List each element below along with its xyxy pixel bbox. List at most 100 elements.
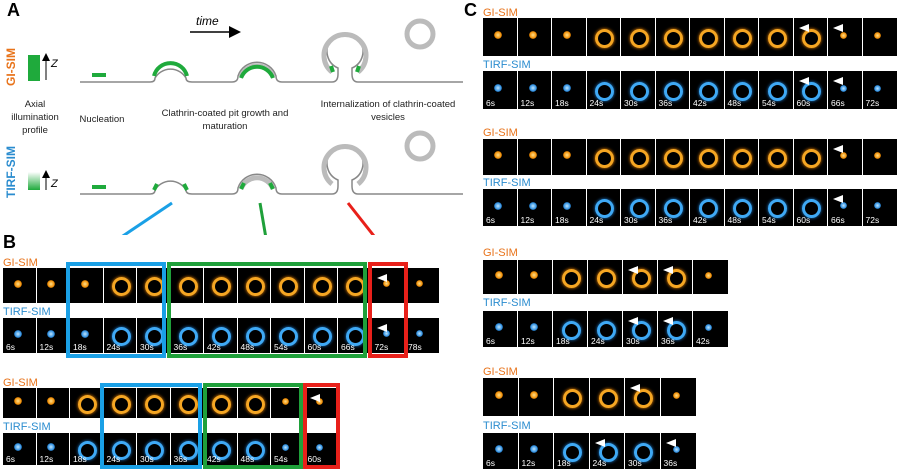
micrograph-frame [862, 18, 897, 56]
arrowhead-marker [663, 266, 673, 274]
tirf-signal-spot [145, 440, 165, 460]
tirf-signal-spot [494, 201, 503, 210]
blue-box-row2 [100, 383, 202, 469]
frame-time-label: 66s [831, 98, 845, 108]
gi-signal-spot [563, 31, 572, 39]
micrograph-frame [103, 388, 137, 418]
panel-c-tirf-label-3: TIRF-SIM [483, 297, 531, 309]
micrograph-frame: 72s [862, 71, 897, 109]
time-label: time [196, 14, 219, 28]
arrowhead-marker [594, 439, 605, 447]
tirf-signal-spot [802, 81, 822, 101]
micrograph-frame: 54s [759, 71, 794, 109]
tirf-signal-spot [629, 199, 649, 218]
frame-time-label: 54s [274, 342, 288, 352]
tirf-signal-spot [629, 81, 649, 101]
panel-label-c: C [464, 0, 477, 20]
gi-signal-spot [767, 148, 787, 168]
frame-time-label: 60s [307, 454, 322, 464]
micrograph-frame [553, 260, 588, 294]
frame-time-label: 48s [727, 98, 742, 108]
tirf-signal-spot [767, 81, 787, 101]
tirf-signal-spot [382, 330, 390, 337]
micrograph-frame: 6s [483, 71, 518, 109]
micrograph-frame: 36s [658, 311, 693, 347]
gi-signal-spot [839, 151, 847, 159]
gi-signal-spot [494, 31, 503, 39]
tirf-signal-spot [563, 201, 572, 210]
tirf-signal-spot [212, 327, 232, 346]
micrograph-frame: 78s [405, 318, 439, 353]
gi-signal-spot [705, 271, 712, 279]
frame-time-label: 54s [274, 454, 288, 464]
arrowhead-marker [833, 195, 843, 203]
micrograph-frame: 12s [36, 318, 70, 353]
micrograph-frame: 36s [655, 71, 690, 109]
tirf-signal-spot [494, 323, 503, 331]
gi-signal-spot [672, 391, 680, 399]
tirf-signal-spot [705, 323, 712, 331]
gi-signal-spot [632, 268, 651, 288]
panel-b-row2-gi-strip [3, 388, 338, 418]
tirf-signal-spot [664, 81, 684, 101]
frame-time-label: 30s [628, 458, 642, 468]
micrograph-frame: 24s [586, 71, 621, 109]
frame-time-label: 42s [207, 454, 221, 464]
gi-signal-spot [13, 279, 22, 288]
frame-time-label: 60s [796, 98, 811, 108]
gi-signal-spot [597, 268, 616, 288]
tirf-signal-spot [733, 81, 753, 101]
micrograph-frame [828, 18, 863, 56]
micrograph-frame [793, 18, 828, 56]
gi-signal-spot [245, 277, 265, 296]
frame-time-label: 60s [307, 342, 322, 352]
arrowhead-marker [833, 24, 843, 32]
micrograph-frame [660, 378, 696, 416]
arrowhead-marker [630, 384, 640, 392]
tirf-signal-spot [634, 442, 654, 462]
arrowhead-marker [798, 77, 809, 85]
gi-signal-spot [664, 148, 684, 168]
tirf-signal-spot [667, 320, 686, 340]
frame-time-label: 6s [6, 454, 15, 464]
arrowhead-marker [833, 145, 843, 153]
frame-time-label: 72s [865, 98, 880, 108]
micrograph-frame: 12s [518, 433, 554, 469]
micrograph-frame: 24s [589, 433, 625, 469]
frame-time-label: 12s [520, 215, 535, 225]
micrograph-frame: 18s [552, 189, 587, 226]
frame-time-label: 30s [140, 454, 154, 464]
micrograph-frame: 66s [828, 71, 863, 109]
gi-signal-spot [698, 28, 718, 48]
gi-signal-spot [528, 31, 537, 39]
micrograph-frame: 6s [483, 311, 518, 347]
gi-signal-spot [80, 279, 89, 288]
micrograph-frame: 6s [3, 433, 37, 465]
tirf-signal-spot [874, 202, 882, 209]
axial-illumination-label: Axial illumination profile [11, 99, 59, 136]
micrograph-frame: 12s [517, 189, 552, 226]
frame-time-label: 78s [408, 342, 422, 352]
arrowhead-marker [798, 24, 809, 32]
frame-time-label: 30s [626, 336, 640, 346]
tirf-signal-spot [178, 327, 198, 346]
micrograph-frame [518, 378, 554, 416]
frame-time-label: 36s [173, 342, 188, 352]
micrograph-frame: 60s [793, 189, 828, 226]
gi-signal-spot [733, 28, 753, 48]
micrograph-frame [304, 388, 338, 418]
gi-signal-spot [416, 280, 424, 287]
frame-time-label: 66s [831, 215, 845, 225]
tirf-signal-spot [111, 440, 131, 460]
micrograph-frame: 12s [36, 433, 70, 465]
gi-signal-spot [667, 268, 686, 288]
gi-signal-spot [282, 397, 290, 405]
tirf-signal-spot [563, 442, 583, 462]
gi-signal-spot [13, 397, 22, 405]
frame-time-label: 24s [591, 336, 605, 346]
panel-c-gi-label-1: GI-SIM [483, 7, 518, 19]
micrograph-frame: 48s [237, 433, 271, 465]
tirf-signal-spot [839, 202, 847, 209]
micrograph-frame [271, 388, 305, 418]
tirf-signal-spot [78, 440, 98, 460]
